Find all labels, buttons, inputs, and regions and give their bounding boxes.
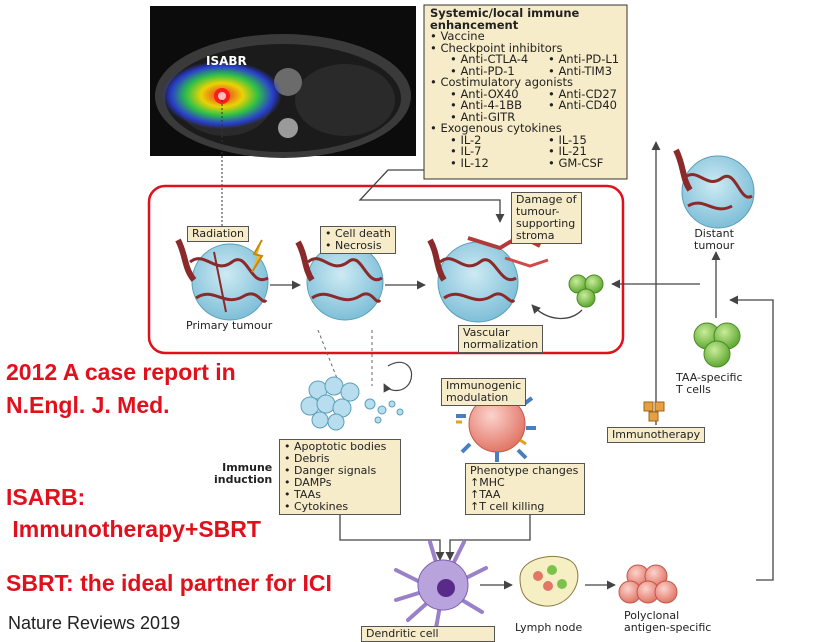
primary-tumour-label: Primary tumour xyxy=(186,319,273,332)
immunogenic-line2: modulation xyxy=(446,391,509,404)
immunogenic-modulation-label: Immunogenic modulation xyxy=(441,378,527,406)
case-report-line2: N.Engl. J. Med. xyxy=(6,392,170,418)
taa-line2: T cells xyxy=(676,383,711,396)
dash-left xyxy=(317,329,341,387)
induction-danger: • Danger signals xyxy=(284,464,377,477)
induction-debris: • Debris xyxy=(284,452,330,465)
systemic-enhancement-list: Systemic/local immune enhancement • Vacc… xyxy=(430,6,619,170)
cs-anti-gitr: • Anti-GITR xyxy=(450,109,516,124)
vascular-line2: normalization xyxy=(463,338,539,351)
phenotype-tcell: ↑T cell killing xyxy=(470,500,545,513)
phenotype-title: Phenotype changes xyxy=(470,464,579,477)
cp-anti-ctla4: • Anti-CTLA-4 xyxy=(450,52,529,66)
systemic-title-line1: Systemic/local immune xyxy=(430,6,580,20)
induction-to-dc-arrow xyxy=(339,515,445,561)
dendritic-cell-illustration xyxy=(394,540,488,630)
cy-il12: • IL-12 xyxy=(450,155,489,170)
taa-line1: TAA-specific xyxy=(676,371,743,384)
radiation-label: Radiation xyxy=(187,226,249,242)
taa-t-cells-icon xyxy=(693,322,741,368)
systemic-enhancement-box xyxy=(423,4,628,180)
polyclonal-label: Polyclonal antigen-specific xyxy=(624,610,711,634)
cells-to-tumour-arrow xyxy=(531,304,583,320)
cy-il15: • IL-15 xyxy=(548,132,587,147)
induction-damps: • DAMPs xyxy=(284,476,332,489)
cs-anti-cd27: • Anti-CD27 xyxy=(548,86,617,101)
necrosis-text: • Necrosis xyxy=(325,239,382,252)
systemic-title-line2: enhancement xyxy=(430,17,519,32)
induction-cytokines: • Cytokines xyxy=(284,500,349,513)
cy-gmcsf: • GM-CSF xyxy=(548,155,604,170)
distant-tumour-illustration xyxy=(673,148,755,229)
systemic-to-stroma-arrow xyxy=(358,169,505,223)
damage-stroma-label: Damage of tumour- supporting stroma xyxy=(511,192,582,244)
immunotherapy-label: Immunotherapy xyxy=(607,427,706,443)
cell-death-text: • Cell death xyxy=(325,227,391,240)
damage-line1: Damage of xyxy=(516,193,577,206)
lymph-node-illustration xyxy=(519,555,579,607)
apoptotic-cells-illustration xyxy=(300,376,404,431)
vascular-normalization-label: Vascular normalization xyxy=(458,325,544,353)
distant-tumour-label: Distant tumour xyxy=(694,228,734,252)
distant-line1: Distant xyxy=(694,227,734,240)
damage-line3: supporting xyxy=(516,217,576,230)
immunotherapy-icon xyxy=(643,401,665,422)
immunogenic-line1: Immunogenic xyxy=(446,379,522,392)
isarb-line2: Immunotherapy+SBRT xyxy=(6,516,261,542)
immune-induction-label: Immune induction xyxy=(214,462,272,486)
isarb-line1: ISARB: xyxy=(6,484,86,510)
systemic-vaccine: • Vaccine xyxy=(430,29,485,43)
cs-anti-ox40: • Anti-OX40 xyxy=(450,86,519,101)
cs-anti-41bb: • Anti-4-1BB xyxy=(450,98,523,112)
polyclonal-loop-arrow xyxy=(729,295,774,581)
cy-il7: • IL-7 xyxy=(450,144,482,158)
sbrt-partner-text: SBRT: the ideal partner for ICI xyxy=(6,570,332,596)
lightning-icon xyxy=(251,239,264,273)
phenotype-mhc: ↑MHC xyxy=(470,476,505,489)
radiation-effects-frame xyxy=(147,184,625,355)
distant-line2: tumour xyxy=(694,239,735,252)
immune-line1: Immune xyxy=(222,461,273,474)
polyclonal-tcells-illustration xyxy=(618,564,678,604)
source-citation: Nature Reviews 2019 xyxy=(8,613,181,633)
damage-line4: stroma xyxy=(516,229,555,242)
induction-list-box: • Apoptotic bodies • Debris • Danger sig… xyxy=(279,439,401,515)
polyclonal-line1: Polyclonal xyxy=(624,609,680,622)
cp-anti-pdl1: • Anti-PD-L1 xyxy=(548,52,620,66)
polyclonal-line2: antigen-specific xyxy=(624,621,712,634)
lymph-node-label: Lymph node xyxy=(515,621,583,634)
immune-line2: induction xyxy=(214,473,273,486)
dying-tumour-illustration xyxy=(295,240,384,321)
induction-taas: • TAAs xyxy=(284,488,321,501)
ct-scan-image xyxy=(150,6,416,158)
debris-cycle-arrow xyxy=(383,361,413,393)
vascular-line1: Vascular xyxy=(463,326,510,339)
cy-il21: • IL-21 xyxy=(548,144,587,158)
case-report-line1: 2012 A case report in xyxy=(6,359,236,385)
primary-tumour-illustration xyxy=(175,238,269,321)
dendritic-cell-label: Dendritic cell xyxy=(361,626,495,642)
cp-anti-tim3: • Anti-TIM3 xyxy=(548,63,613,78)
systemic-checkpoint: • Checkpoint inhibitors xyxy=(430,40,563,55)
cs-anti-cd40: • Anti-CD40 xyxy=(548,98,617,112)
cy-il2: • IL-2 xyxy=(450,132,482,147)
phenotype-to-dc-arrow xyxy=(445,515,531,561)
phenotype-taa: ↑TAA xyxy=(470,488,501,501)
systemic-cytokines: • Exogenous cytokines xyxy=(430,121,562,135)
phenotype-changes-box: Phenotype changes ↑MHC ↑TAA ↑T cell kill… xyxy=(465,463,585,515)
immunogenic-tumour-cell xyxy=(456,385,536,462)
cp-anti-pd1: • Anti-PD-1 xyxy=(450,63,515,78)
green-cells-icon xyxy=(568,274,604,308)
damage-line2: tumour- xyxy=(516,205,560,218)
taa-tcells-label: TAA-specific T cells xyxy=(676,372,743,396)
cell-death-label: • Cell death • Necrosis xyxy=(320,226,396,254)
isabr-label: ISABR xyxy=(206,54,247,68)
induction-apoptotic: • Apoptotic bodies xyxy=(284,440,387,453)
systemic-costim: • Costimulatory agonists xyxy=(430,75,574,89)
